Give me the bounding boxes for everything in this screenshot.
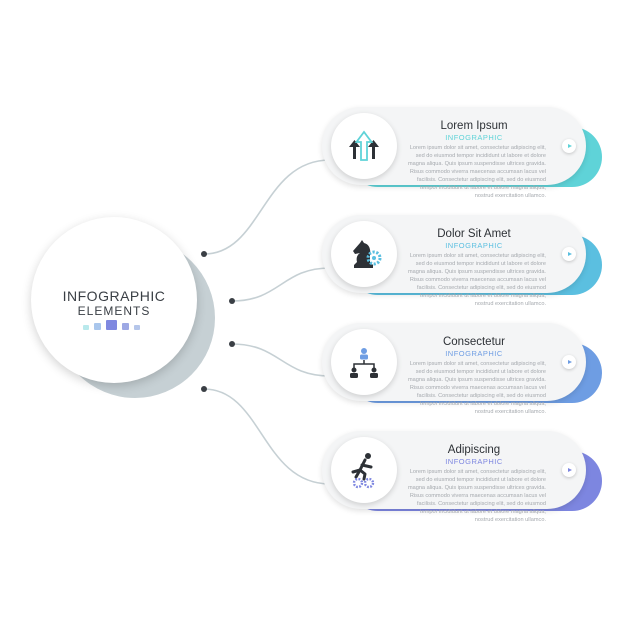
card-3-title: Consectetur xyxy=(442,336,505,348)
main-bar xyxy=(122,323,129,330)
card-3-subtitle: INFOGRAPHIC xyxy=(445,349,503,358)
card-1-play-button[interactable] xyxy=(562,139,576,153)
card-4-play-button[interactable] xyxy=(562,463,576,477)
main-bars xyxy=(83,318,153,332)
card-3-body: Lorem ipsum dolor sit amet, consectetur … xyxy=(407,361,546,415)
card-2: Dolor Sit Amet INFOGRAPHIC Lorem ipsum d… xyxy=(322,215,586,307)
connector-line-3 xyxy=(231,343,331,377)
card-3: Consectetur INFOGRAPHIC Lorem ipsum dolo… xyxy=(322,323,586,415)
arrows-up-icon xyxy=(349,130,379,161)
main-bar xyxy=(94,323,101,330)
connector-line-4 xyxy=(203,388,331,485)
card-1-icon-holder xyxy=(331,113,397,179)
connector-dot xyxy=(229,298,235,304)
connector-dot xyxy=(201,386,207,392)
org-chart-icon xyxy=(350,348,378,378)
card-2-play-button[interactable] xyxy=(562,247,576,261)
card-2-body: Lorem ipsum dolor sit amet, consectetur … xyxy=(407,253,546,307)
card-3-icon-holder xyxy=(331,329,397,395)
main-title: INFOGRAPHIC xyxy=(62,288,166,304)
main-bar xyxy=(106,320,117,330)
connector-line-1 xyxy=(203,159,331,255)
card-2-icon-holder xyxy=(331,221,397,287)
card-4-title: Adipiscing xyxy=(447,444,501,456)
card-1: Lorem Ipsum INFOGRAPHIC Lorem ipsum dolo… xyxy=(322,107,586,199)
card-4-subtitle: INFOGRAPHIC xyxy=(445,457,503,466)
card-4: Adipiscing INFOGRAPHIC Lorem ipsum dolor… xyxy=(322,431,586,523)
card-1-subtitle: INFOGRAPHIC xyxy=(445,133,503,142)
card-4-body: Lorem ipsum dolor sit amet, consectetur … xyxy=(407,469,546,523)
card-4-icon-holder xyxy=(331,437,397,503)
card-3-play-button[interactable] xyxy=(562,355,576,369)
chess-knight-gear-icon xyxy=(353,240,382,268)
card-1-body: Lorem ipsum dolor sit amet, consectetur … xyxy=(407,145,546,199)
connector-dot xyxy=(201,251,207,257)
main-bar xyxy=(83,325,89,330)
running-person-gears-icon xyxy=(351,453,375,489)
card-2-title: Dolor Sit Amet xyxy=(437,228,511,240)
main-subtitle: ELEMENTS xyxy=(77,304,151,318)
card-1-title: Lorem Ipsum xyxy=(440,120,508,132)
connector-line-2 xyxy=(231,267,331,302)
main-circle: INFOGRAPHIC ELEMENTS xyxy=(31,217,197,383)
main-bar xyxy=(134,325,140,330)
connector-dot xyxy=(229,341,235,347)
card-2-subtitle: INFOGRAPHIC xyxy=(445,241,503,250)
